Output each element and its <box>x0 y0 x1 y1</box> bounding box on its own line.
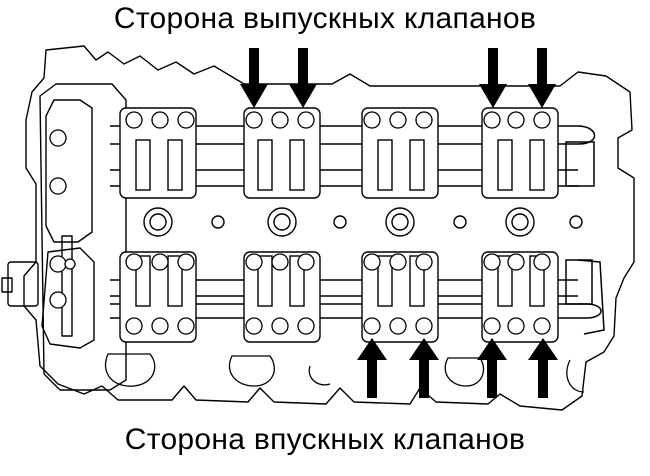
intake-arrow-1 <box>357 338 387 398</box>
intake-side-label: Сторона впускных клапанов <box>124 423 526 456</box>
intake-side-arrows <box>357 338 558 398</box>
exhaust-side-label: Сторона выпускных клапанов <box>113 2 537 35</box>
intake-arrow-4 <box>528 338 558 398</box>
exhaust-arrow-2 <box>289 48 317 108</box>
intake-arrow-2 <box>409 338 439 398</box>
exhaust-arrow-4 <box>528 48 556 108</box>
head-outline <box>23 45 635 411</box>
intake-arrow-3 <box>477 338 507 398</box>
exhaust-arrow-3 <box>479 48 507 108</box>
exhaust-side-arrows <box>240 48 556 108</box>
exhaust-arrow-1 <box>240 48 268 108</box>
